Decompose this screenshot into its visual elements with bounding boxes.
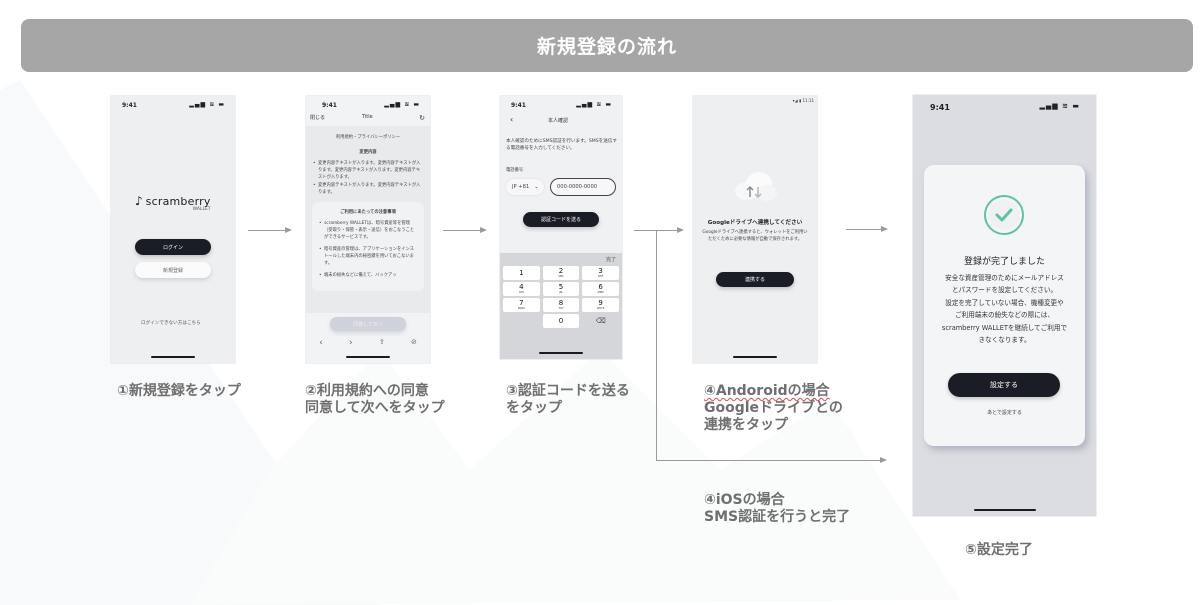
check-circle-icon (984, 195, 1024, 235)
status-bar: 9:41 ▂▄▆ ≋ ▬ (122, 101, 225, 109)
notice-card: ご利用にあたっての注意事項 scramberry WALLETは、暗号資産等を管… (312, 202, 424, 291)
step-1-caption: ①新規登録をタップ (117, 383, 241, 399)
completion-card: 登録が完了しました 安全な資産管理のためにメールアドレス とパスワードを設定して… (924, 165, 1085, 446)
send-code-button[interactable]: 認証コードを送る (523, 212, 599, 227)
nav-bar: 閉じる Title ↻ (306, 114, 430, 126)
connect-button[interactable]: 連携する (716, 272, 794, 287)
sms-description: 本人確認のためにSMS認証を行います。SMSを送信する電話番号を入力してください… (506, 139, 618, 151)
status-bar: 9:41 ▂▄▆ ≋ ▬ (930, 102, 1080, 112)
phone-screen-google-drive: ▾◢ ▮ 11:11 Googleドライブへ連携してください Googleドライ… (693, 96, 817, 363)
home-indicator (151, 356, 195, 358)
phone-screen-terms: 9:41 ▂▄▆ ≋ ▬ 閉じる Title ↻ 利用規約・プライバシーポリシー… (306, 96, 430, 363)
cherry-icon: ♪ (135, 194, 143, 208)
flow-arrow (443, 227, 487, 233)
step-5-caption: ⑤設定完了 (965, 542, 1033, 558)
google-drive-description: Googleドライブへ連携すると、ウォレットをご利用いただくために必要な情報が自… (702, 230, 808, 242)
browser-toolbar: ‹ › ⇪ ⊘ (306, 338, 430, 348)
keypad-done-button[interactable]: 完了 (605, 257, 616, 263)
signal-icons: ▂▄▆ ≋ ▬ (189, 101, 225, 108)
status-bar: 9:41 ▂▄▆ ≋ ▬ (322, 101, 420, 109)
signal-icons: ▂▄▆ ≋ ▬ (576, 101, 612, 108)
phone-screen-sms-verify: 9:41 ▂▄▆ ≋ ▬ ‹ 本人確認 本人確認のためにSMS認証を行います。S… (500, 96, 622, 359)
later-link[interactable]: あとで設定する (987, 410, 1022, 416)
android-status-bar: ▾◢ ▮ 11:11 (792, 98, 814, 103)
login-button[interactable]: ログイン (135, 239, 211, 255)
nav-title: 本人確認 (548, 118, 569, 124)
back-icon[interactable]: ‹ (319, 338, 323, 348)
app-logo: ♪ scramberry WALLET (135, 194, 211, 212)
key-blank (503, 314, 540, 328)
compass-icon[interactable]: ⊘ (410, 338, 417, 346)
branch-line (656, 231, 657, 460)
changes-list: 変更内容テキストが入ります。変更内容テキストが入ります。変更内容テキストが入りま… (312, 160, 424, 196)
phone-label: 電話番号 (506, 168, 524, 173)
share-icon[interactable]: ⇪ (378, 338, 385, 346)
status-bar: 9:41 ▂▄▆ ≋ ▬ (511, 101, 612, 109)
close-button[interactable]: 閉じる (310, 115, 326, 121)
google-drive-heading: Googleドライブへ連携してください (707, 220, 803, 226)
key-1[interactable]: 1 (503, 266, 540, 280)
login-help-link[interactable]: ログインできない方はこちら (141, 321, 201, 326)
flow-arrow (248, 227, 292, 233)
phone-screen-complete: 9:41 ▂▄▆ ≋ ▬ 登録が完了しました 安全な資産管理のためにメールアドレ… (913, 95, 1096, 516)
complete-description: 安全な資産管理のためにメールアドレス とパスワードを設定してください。 設定を完… (941, 274, 1068, 345)
back-icon[interactable]: ‹ (510, 115, 514, 124)
nav-title: Title (362, 114, 373, 120)
flow-arrow (846, 226, 888, 232)
step-4-ios-caption: ④iOSの場合 SMS認証を行うと完了 (704, 492, 851, 525)
country-code-select[interactable]: JP +81⌄ (506, 179, 544, 195)
page-title: 新規登録の流れ (21, 19, 1193, 72)
signal-icons: ▂▄▆ ≋ ▬ (384, 101, 420, 108)
terms-content[interactable]: 利用規約・プライバシーポリシー 変更内容 変更内容テキストが入ります。変更内容テ… (306, 126, 430, 313)
complete-heading: 登録が完了しました (963, 257, 1045, 267)
reload-icon[interactable]: ↻ (419, 114, 425, 122)
home-indicator (733, 356, 777, 358)
home-indicator (346, 356, 390, 358)
signup-button[interactable]: 新規登録 (135, 262, 211, 278)
setup-button[interactable]: 設定する (948, 373, 1060, 397)
agree-button[interactable]: 同意して次へ (330, 317, 406, 331)
phone-screen-login: 9:41 ▂▄▆ ≋ ▬ ♪ scramberry WALLET ログイン 新規… (111, 96, 235, 363)
home-indicator (539, 352, 583, 354)
step-4-android-caption: ④Andoroidの場合 Googleドライブとの 連携をタップ (704, 383, 843, 433)
step-3-caption: ③認証コードを送る をタップ (506, 383, 630, 416)
cloud-sync-icon (735, 172, 777, 201)
signal-icons: ▂▄▆ ≋ ▬ (1039, 102, 1080, 110)
forward-icon[interactable]: › (348, 338, 353, 348)
chevron-down-icon: ⌄ (534, 184, 539, 190)
step-2-caption: ②利用規約への同意 同意して次へをタップ (305, 383, 445, 416)
phone-number-input[interactable]: 000-0000-0000 (550, 178, 616, 196)
flow-arrow-android (634, 227, 684, 233)
key-0[interactable]: 0 (542, 314, 580, 328)
delete-key-icon[interactable]: ⌫ (595, 316, 606, 325)
home-indicator (973, 508, 1036, 511)
flow-arrow-ios (656, 457, 887, 463)
browser-footer: 同意して次へ ‹ › ⇪ ⊘ (306, 313, 430, 363)
